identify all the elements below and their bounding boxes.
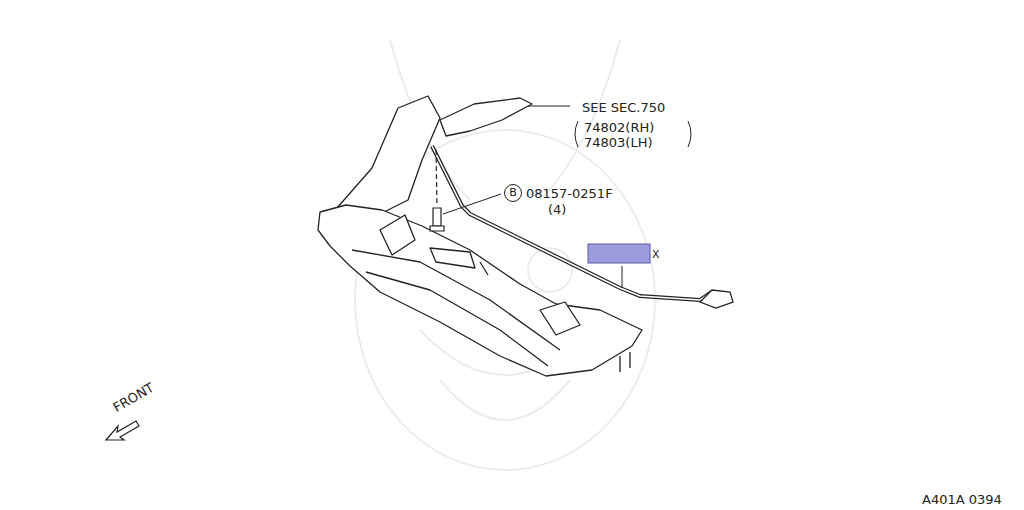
- bolt-head: [430, 226, 444, 231]
- mount-pad: [540, 302, 580, 335]
- side-bracket: [440, 98, 532, 136]
- leader-line: [443, 194, 501, 214]
- figure-code: A401A 0394: [922, 492, 1002, 507]
- part-label: SEE SEC.750: [582, 100, 665, 115]
- leaders: [443, 106, 691, 288]
- frame-detail: [480, 262, 630, 372]
- crossmember-frame: [318, 205, 642, 376]
- part-label: 74803(LH): [584, 135, 653, 150]
- highlight-box: [588, 244, 650, 263]
- bracket-right: [688, 121, 691, 147]
- leader-line: [622, 266, 623, 288]
- front-arrow: [106, 421, 139, 440]
- part-label: 08157-0251F: [526, 186, 613, 201]
- install-line: [436, 150, 437, 206]
- part-label: 74802(RH): [584, 120, 654, 135]
- cross-beam: [366, 272, 548, 366]
- mount-pad: [380, 215, 415, 255]
- bolt: [433, 208, 441, 226]
- stabilizer-end-link: [700, 290, 733, 308]
- direction-label: FRONT: [111, 380, 157, 415]
- part-label: (4): [548, 202, 566, 217]
- stabilizer: [432, 146, 733, 308]
- bolt-group: [430, 150, 444, 231]
- stabilizer-bar-core: [432, 146, 712, 300]
- leader-line: [528, 106, 570, 107]
- circled-letter: B: [504, 184, 522, 202]
- part-label: X: [652, 247, 660, 262]
- arrow-symbol: [106, 421, 139, 440]
- mount-pad: [430, 248, 475, 268]
- bracket-left: [575, 121, 578, 147]
- side-arm: [330, 96, 440, 216]
- stabilizer-bar: [432, 146, 712, 300]
- circle-letter: B: [509, 187, 517, 199]
